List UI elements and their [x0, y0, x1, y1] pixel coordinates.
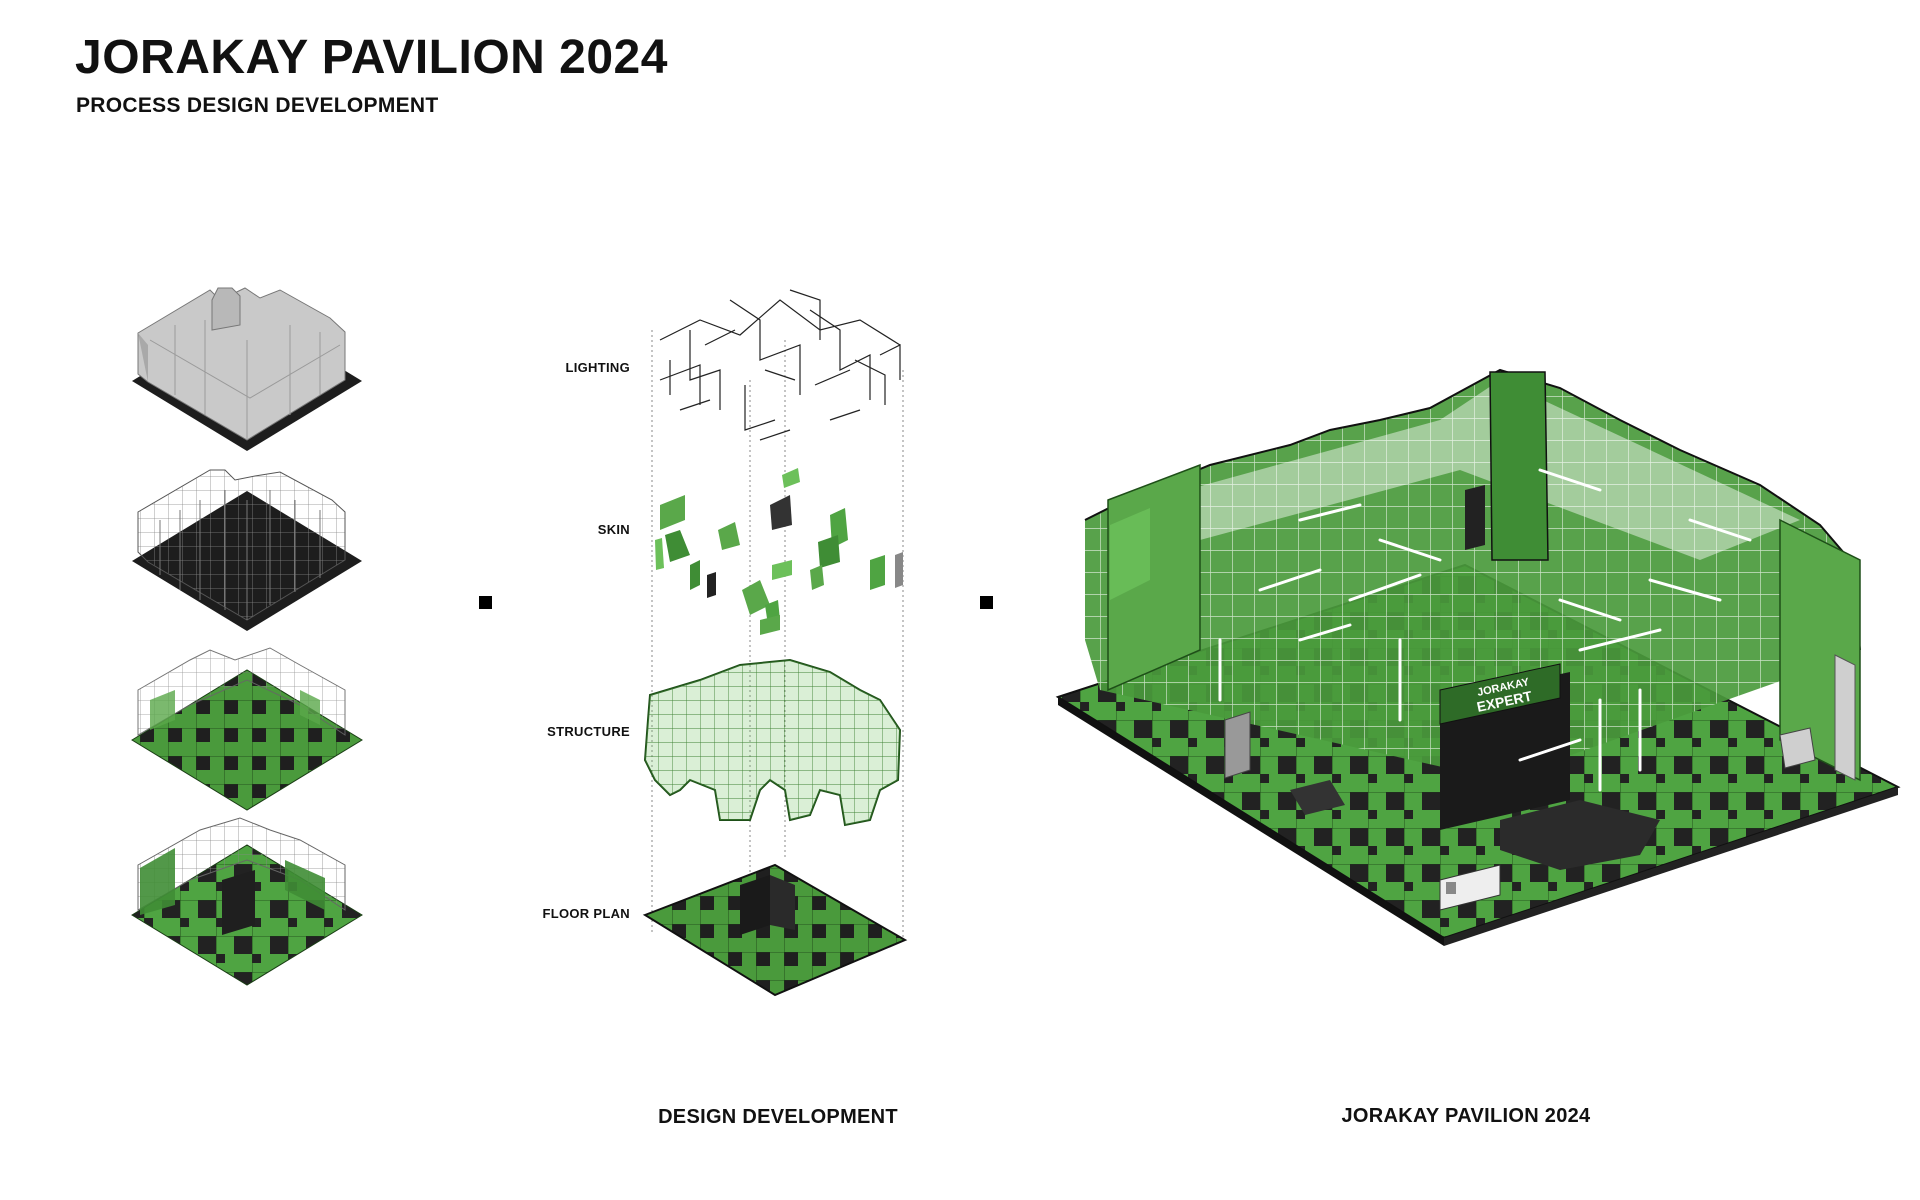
stage4-dark-wall	[222, 870, 255, 935]
stage-massing	[132, 287, 362, 451]
separator-square-1	[479, 596, 492, 609]
pavilion-signboard	[1439, 663, 1561, 725]
stage4-panel-left	[140, 848, 175, 915]
pavilion-final: JORAKAY EXPERT	[1055, 368, 1901, 946]
pavilion-cabinet	[1224, 711, 1251, 779]
layer-structure	[643, 658, 902, 827]
pavilion-floor-display	[1500, 800, 1660, 870]
stage2-columns	[159, 490, 321, 620]
pavilion-floor-edge-left	[1058, 697, 1444, 946]
layer-floor-plan	[642, 863, 908, 997]
layer-skin	[655, 468, 903, 635]
pavilion-right-column	[1834, 654, 1856, 781]
separator-square-2	[980, 596, 993, 609]
stage3-panel-b	[300, 690, 320, 725]
stage4-frames	[137, 817, 346, 911]
stage2-frames	[137, 469, 346, 621]
stage1-massing	[137, 287, 346, 441]
pavilion-light-strips	[1218, 468, 1752, 792]
page-subtitle: PROCESS DESIGN DEVELOPMENT	[76, 94, 439, 117]
stage1-grid-lines	[149, 320, 341, 440]
pavilion-kiosk	[1779, 727, 1816, 769]
stage3-frames	[137, 647, 346, 736]
layer-lighting	[659, 289, 901, 441]
layer-label-skin: SKIN	[597, 522, 630, 537]
pavilion-front-logo-icon	[1446, 882, 1456, 894]
stage3-panel-a	[150, 690, 175, 730]
stage1-shade	[138, 333, 148, 382]
layer-label-floor-plan: FLOOR PLAN	[542, 906, 630, 921]
pavilion-roofline	[1084, 368, 1861, 651]
pavilion-front-sign	[1439, 864, 1501, 911]
pavilion-grid	[1085, 370, 1860, 780]
pavilion-left-panel	[1110, 508, 1150, 600]
layer-label-lighting: LIGHTING	[565, 360, 630, 375]
stage-frames	[132, 469, 362, 631]
pavilion-roof-glow	[1150, 380, 1800, 560]
caption-final-pavilion: JORAKAY PAVILION 2024	[1341, 1105, 1591, 1127]
stage-complete	[131, 817, 363, 986]
pavilion-tower-screen	[1465, 485, 1485, 550]
stage-structure-floor	[131, 647, 363, 811]
pavilion-floor-edge-right	[1444, 787, 1898, 946]
page-title: JORAKAY PAVILION 2024	[75, 31, 668, 84]
layer-label-structure: STRUCTURE	[547, 724, 630, 739]
pavilion-central-tower	[1489, 371, 1549, 561]
layer-guides	[651, 330, 904, 940]
stage4-panel-right	[285, 860, 325, 910]
pavilion-seating	[1290, 780, 1345, 815]
caption-design-development: DESIGN DEVELOPMENT	[658, 1106, 898, 1128]
stage1-tower	[211, 287, 241, 331]
